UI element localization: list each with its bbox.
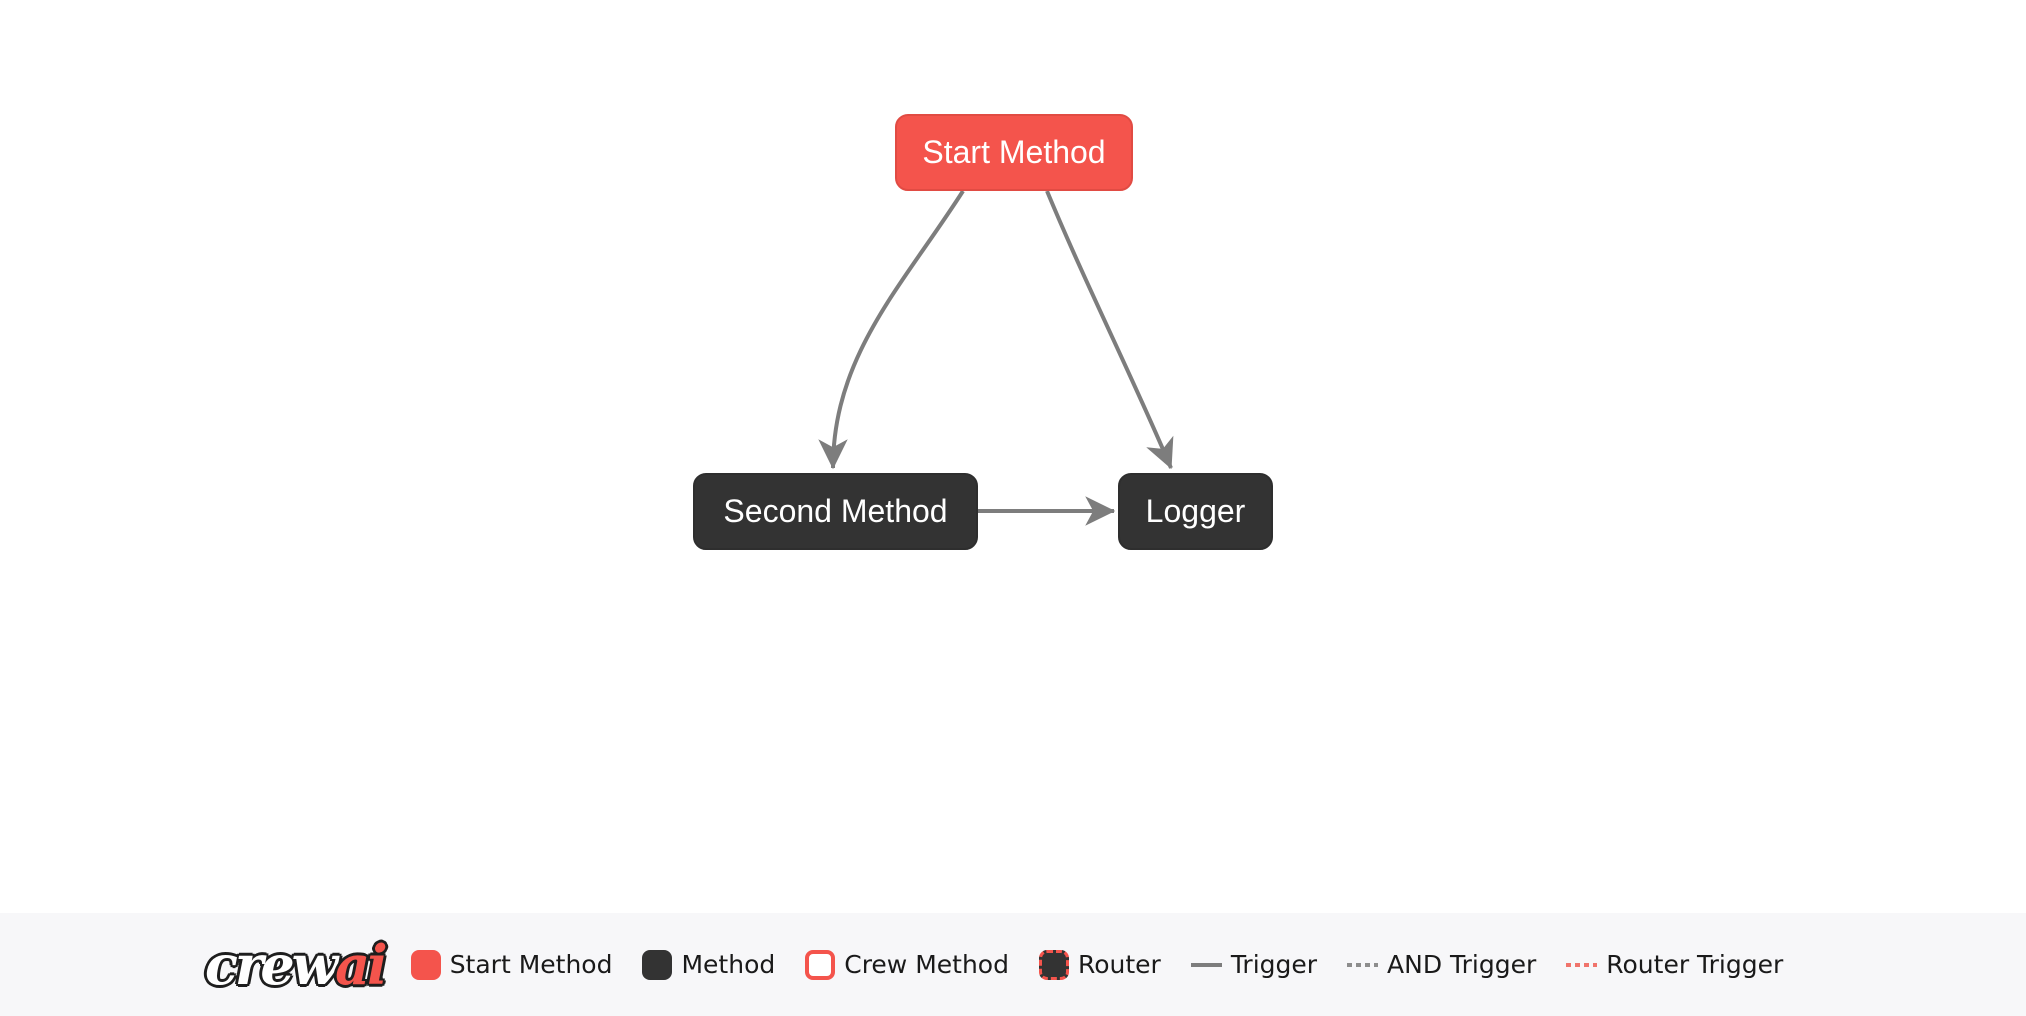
legend-item-crew-method: Crew Method	[805, 949, 1009, 980]
start-method-swatch-icon	[410, 949, 441, 980]
legend-label: Method	[681, 950, 776, 979]
legend-item-router-trigger: Router Trigger	[1566, 950, 1783, 979]
legend: Start Method Method Crew Method Router T…	[410, 949, 1783, 980]
method-swatch-icon	[642, 949, 673, 980]
legend-item-start-method: Start Method	[410, 949, 613, 980]
legend-item-trigger: Trigger	[1190, 950, 1318, 979]
node-logger[interactable]: Logger	[1118, 473, 1273, 550]
legend-item-and-trigger: AND Trigger	[1347, 950, 1536, 979]
legend-label: AND Trigger	[1387, 950, 1537, 979]
edge-start-to-second	[818, 189, 965, 470]
flow-canvas[interactable]: Start Method Second Method Logger	[0, 0, 2026, 913]
legend-label: Router Trigger	[1606, 950, 1784, 979]
node-second-method[interactable]: Second Method	[693, 473, 978, 550]
node-logger-label: Logger	[1145, 493, 1246, 529]
legend-item-method: Method	[642, 949, 776, 980]
crewai-logo-ai: ai	[335, 932, 387, 997]
and-trigger-line-icon	[1347, 962, 1379, 967]
trigger-line-icon	[1190, 962, 1222, 967]
node-start-method[interactable]: Start Method	[895, 114, 1133, 191]
edge-start-to-logger	[1045, 190, 1174, 470]
legend-label: Crew Method	[844, 950, 1009, 979]
crew-method-swatch-icon	[805, 949, 836, 980]
node-second-method-label: Second Method	[723, 493, 948, 529]
legend-item-router: Router	[1038, 949, 1161, 980]
router-swatch-icon	[1038, 949, 1069, 980]
crewai-logo-crew: crew	[205, 932, 338, 997]
legend-label: Start Method	[449, 950, 613, 979]
legend-bar: crewai Start Method Method Crew Method R…	[0, 913, 2026, 1016]
legend-label: Trigger	[1230, 950, 1318, 979]
node-start-method-label: Start Method	[922, 134, 1106, 170]
crewai-logo: crewai	[205, 938, 388, 992]
router-trigger-line-icon	[1566, 962, 1598, 967]
legend-label: Router	[1077, 950, 1161, 979]
